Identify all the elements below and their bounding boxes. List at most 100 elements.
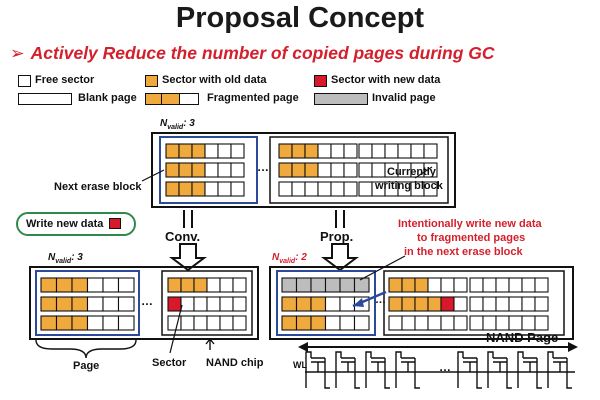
sector-cell [508, 277, 523, 293]
bottom-left-container [29, 266, 259, 340]
sector-cell [388, 277, 403, 293]
sector-cell [482, 315, 497, 331]
legend-new-sector: Sector with new data [331, 74, 441, 86]
sector-cell [414, 277, 429, 293]
nand-chip-label: NAND chip [206, 357, 264, 369]
sector-cell [281, 315, 298, 331]
sector-cell [278, 162, 293, 178]
sector-cell [401, 296, 416, 312]
sector-cell [388, 315, 403, 331]
write-new-data-label: Write new data [26, 218, 104, 230]
sector-cell [117, 277, 135, 293]
next-erase-block-label: Next erase block [54, 181, 142, 193]
br-left-pages [281, 277, 370, 331]
br-next-erase-block [276, 270, 376, 336]
sector-cell [440, 315, 455, 331]
sector-cell [291, 162, 306, 178]
sector-cell [495, 277, 510, 293]
top-nvalid: Nvalid: 3 [160, 118, 195, 131]
transistor-cell [487, 351, 512, 389]
sector-cell [440, 277, 455, 293]
br-nvalid: Nvalid: 2 [272, 252, 307, 265]
sector-cell [371, 143, 386, 159]
sector-cell [324, 277, 341, 293]
sector-cell [291, 143, 306, 159]
new-data-sector-swatch [109, 218, 121, 229]
sector-cell [353, 277, 370, 293]
top-ellipsis: … [257, 160, 269, 174]
sector-cell [414, 296, 429, 312]
sector-cell [117, 315, 135, 331]
sector-cell [343, 162, 358, 178]
write-new-data-pill [16, 212, 136, 236]
bl-nvalid: Nvalid: 3 [48, 252, 83, 265]
sector-cell [219, 296, 234, 312]
bl-right-pages [167, 277, 247, 331]
sector-cell [469, 296, 484, 312]
conv-connector [183, 210, 193, 228]
sector-cell [295, 315, 312, 331]
legend-old-sector: Sector with old data [162, 74, 267, 86]
sector-cell [278, 181, 293, 197]
sector-cell [317, 181, 332, 197]
sector-cell [495, 296, 510, 312]
sector-cell [281, 277, 298, 293]
nand-chip-pointer [205, 337, 215, 350]
sector-cell [206, 315, 221, 331]
transistor-cell [395, 351, 420, 389]
prop-label: Prop. [320, 229, 354, 244]
sector-cell [230, 181, 245, 197]
br-ellipsis: … [375, 294, 386, 306]
sector-cell [55, 315, 73, 331]
legend-free-sector: Free sector [35, 74, 95, 86]
sector-cell [423, 162, 438, 178]
sector-cell [482, 277, 497, 293]
sector-cell [358, 143, 373, 159]
top-writing-block [269, 136, 449, 204]
sector-cell [232, 277, 247, 293]
sector-cell [358, 181, 373, 197]
bl-left-pages [40, 277, 135, 331]
sector-label: Sector [152, 357, 187, 369]
sector-cell [534, 296, 549, 312]
sector-cell [534, 315, 549, 331]
sector-cell [40, 315, 58, 331]
sector-cell [401, 315, 416, 331]
sector-cell [230, 143, 245, 159]
sector-cell [193, 296, 208, 312]
legend-new-sector-swatch [314, 75, 327, 87]
sector-cell [86, 277, 104, 293]
sector-cell [495, 315, 510, 331]
top-container [151, 132, 456, 208]
transistor-cell [335, 351, 360, 389]
sector-cell [388, 296, 403, 312]
sector-cell [401, 277, 416, 293]
writing-block-pointer [414, 166, 433, 179]
sector-cell [414, 315, 429, 331]
sector-cell [191, 143, 206, 159]
nand-page-label: NAND Page [486, 330, 559, 345]
sector-cell [521, 296, 536, 312]
top-left-pages [165, 143, 245, 197]
sector-cell [102, 315, 120, 331]
sector-cell [508, 315, 523, 331]
sector-cell [339, 315, 356, 331]
sector-cell [40, 277, 58, 293]
sector-cell [165, 181, 180, 197]
nand-page-arrow-left-icon [298, 342, 308, 352]
sector-cell [204, 143, 219, 159]
sector-cell [193, 315, 208, 331]
top-right-pages [278, 143, 438, 197]
nand-page-arrow-right-icon [568, 342, 578, 352]
sector-cell [217, 143, 232, 159]
sector-cell [278, 143, 293, 159]
transistor-cell [547, 351, 572, 389]
annotation-line-1: Intentionally write new data [398, 218, 542, 230]
prop-arrow-icon [321, 243, 359, 272]
sector-cell [453, 277, 468, 293]
sector-cell [427, 296, 442, 312]
bl-writing-block [161, 270, 253, 336]
sector-cell [310, 277, 327, 293]
sector-pointer [169, 304, 183, 354]
transistor-cell [305, 351, 330, 389]
